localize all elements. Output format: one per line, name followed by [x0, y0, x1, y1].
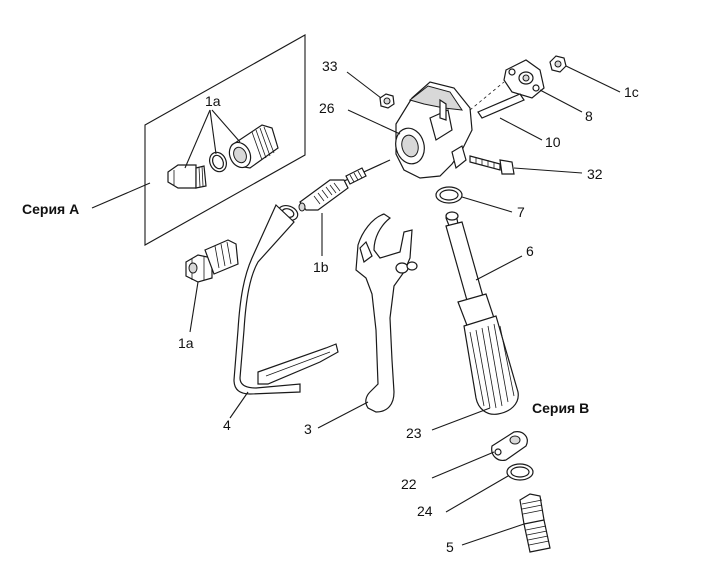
label-series-a: Серия А — [22, 201, 79, 217]
part-6-handle-tube — [445, 211, 523, 305]
label-6: 6 — [526, 243, 534, 259]
part-33-nut — [346, 71, 395, 109]
label-10: 10 — [545, 134, 561, 150]
label-1c: 1c — [624, 84, 639, 100]
alignment-line — [469, 81, 505, 111]
part-4-guard — [229, 203, 339, 419]
label-8: 8 — [585, 108, 593, 124]
label-1a-top: 1a — [205, 93, 221, 109]
label-32: 32 — [587, 166, 603, 182]
part-3-trigger — [317, 213, 418, 429]
label-33: 33 — [322, 58, 338, 74]
part-23-grip — [431, 293, 519, 431]
label-26: 26 — [319, 100, 335, 116]
part-8-bracket — [503, 59, 583, 113]
part-1c-nut — [549, 55, 621, 93]
label-24: 24 — [417, 503, 433, 519]
inset-fitting-1a — [167, 124, 279, 189]
part-1a-lower — [185, 239, 239, 333]
label-22: 22 — [401, 476, 417, 492]
part-24-washer — [445, 463, 534, 513]
label-4: 4 — [223, 417, 231, 433]
part-7-oring — [435, 186, 513, 213]
label-1a-bottom: 1a — [178, 335, 194, 351]
label-7: 7 — [517, 204, 525, 220]
part-22-tab-washer — [431, 431, 528, 479]
part-10-pin — [477, 93, 543, 141]
label-1b: 1b — [313, 259, 329, 275]
part-32-screw — [469, 155, 583, 175]
series-a-inset — [144, 34, 306, 246]
label-5: 5 — [446, 539, 454, 555]
part-26-gun-body — [347, 81, 473, 179]
label-3: 3 — [304, 421, 312, 437]
part-1b-needle — [298, 159, 391, 256]
label-23: 23 — [406, 425, 422, 441]
label-series-b: Серия В — [532, 400, 589, 416]
series-a-leader — [91, 182, 151, 209]
part-5-swivel-fitting — [461, 493, 551, 553]
